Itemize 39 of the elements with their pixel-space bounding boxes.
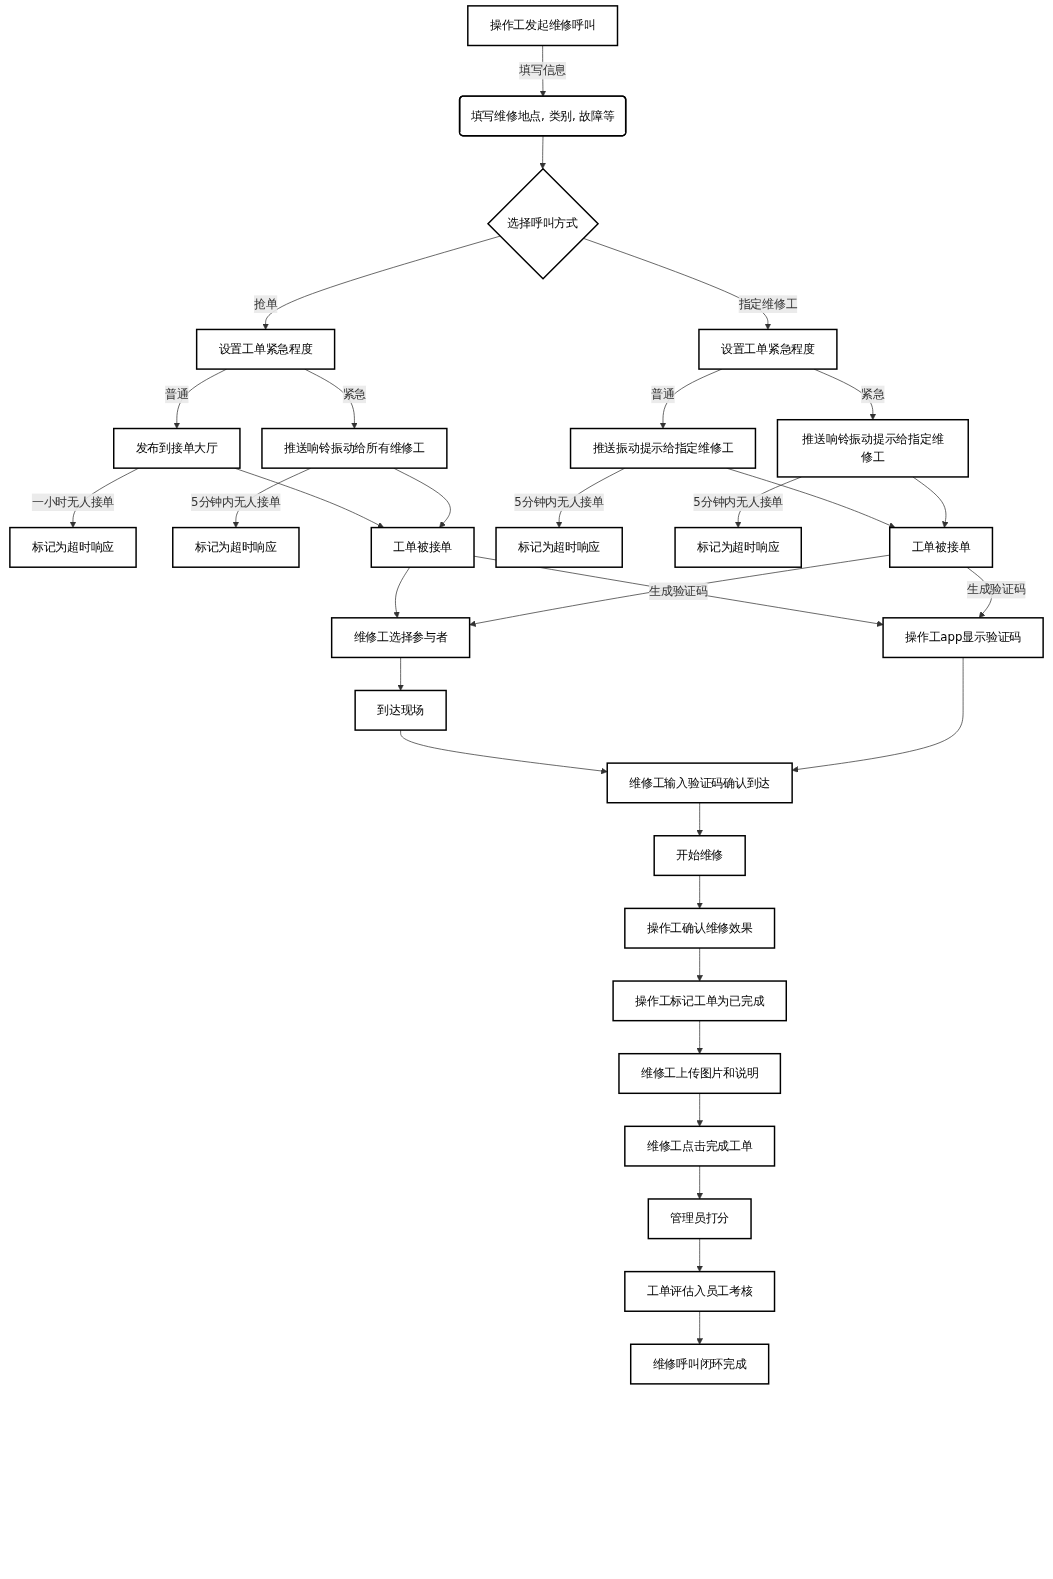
node-box: 维修工点击完成工单 [624, 1125, 776, 1167]
node-box: 标记为超时响应 [674, 526, 802, 568]
node-box: 管理员打分 [647, 1198, 752, 1240]
node-box: 维修工上传图片和说明 [618, 1052, 782, 1095]
edge-label: 5分钟内无人接单 [693, 494, 783, 509]
edge-label: 生成验证码 [966, 582, 1026, 597]
node-box: 到达现场 [354, 689, 447, 731]
edge-label: 指定维修工 [738, 296, 798, 311]
node-box: 设置工单紧急程度 [195, 328, 336, 370]
node-diamond: 选择呼叫方式 [486, 167, 600, 280]
edge-label: 抢单 [253, 296, 278, 311]
node-box: 推送振动提示给指定维修工 [569, 427, 757, 469]
edge-label: 普通 [651, 387, 675, 401]
node-box: 标记为超时响应 [172, 526, 300, 568]
node-box: 开始维修 [653, 835, 746, 877]
node-box: 设置工单紧急程度 [698, 328, 838, 370]
node-box: 工单评估入员工考核 [624, 1270, 776, 1312]
node-box: 操作工标记工单为已完成 [612, 980, 787, 1022]
edge-label: 紧急 [861, 387, 885, 401]
node-box: 工单被接单 [370, 526, 475, 568]
node-box: 操作工app显示验证码 [882, 617, 1044, 659]
node-box: 操作工发起维修呼叫 [467, 5, 619, 47]
edge-label: 生成验证码 [649, 583, 708, 598]
edge-label: 紧急 [342, 387, 367, 401]
edge-label: 填写信息 [519, 63, 567, 78]
node-box: 维修工选择参与者 [330, 617, 471, 659]
edge-label: 5分钟内无人接单 [191, 494, 281, 509]
edge-label: 普通 [165, 387, 189, 401]
node-box: 维修工输入验证码确认到达 [606, 762, 793, 804]
node-box: 标记为超时响应 [9, 526, 137, 568]
node-box: 推送响铃振动提示给指定维修工 [776, 418, 969, 478]
node-box: 标记为超时响应 [495, 526, 623, 568]
node-box: 推送响铃振动给所有维修工 [261, 427, 448, 469]
node-box: 操作工确认维修效果 [624, 907, 776, 949]
edge-label: 5分钟内无人接单 [514, 494, 604, 509]
node-box: 维修呼叫闭环完成 [629, 1343, 770, 1385]
node-box: 工单被接单 [889, 526, 994, 568]
node-box: 发布到接单大厅 [113, 427, 241, 469]
edge-label: 一小时无人接单 [31, 494, 115, 509]
